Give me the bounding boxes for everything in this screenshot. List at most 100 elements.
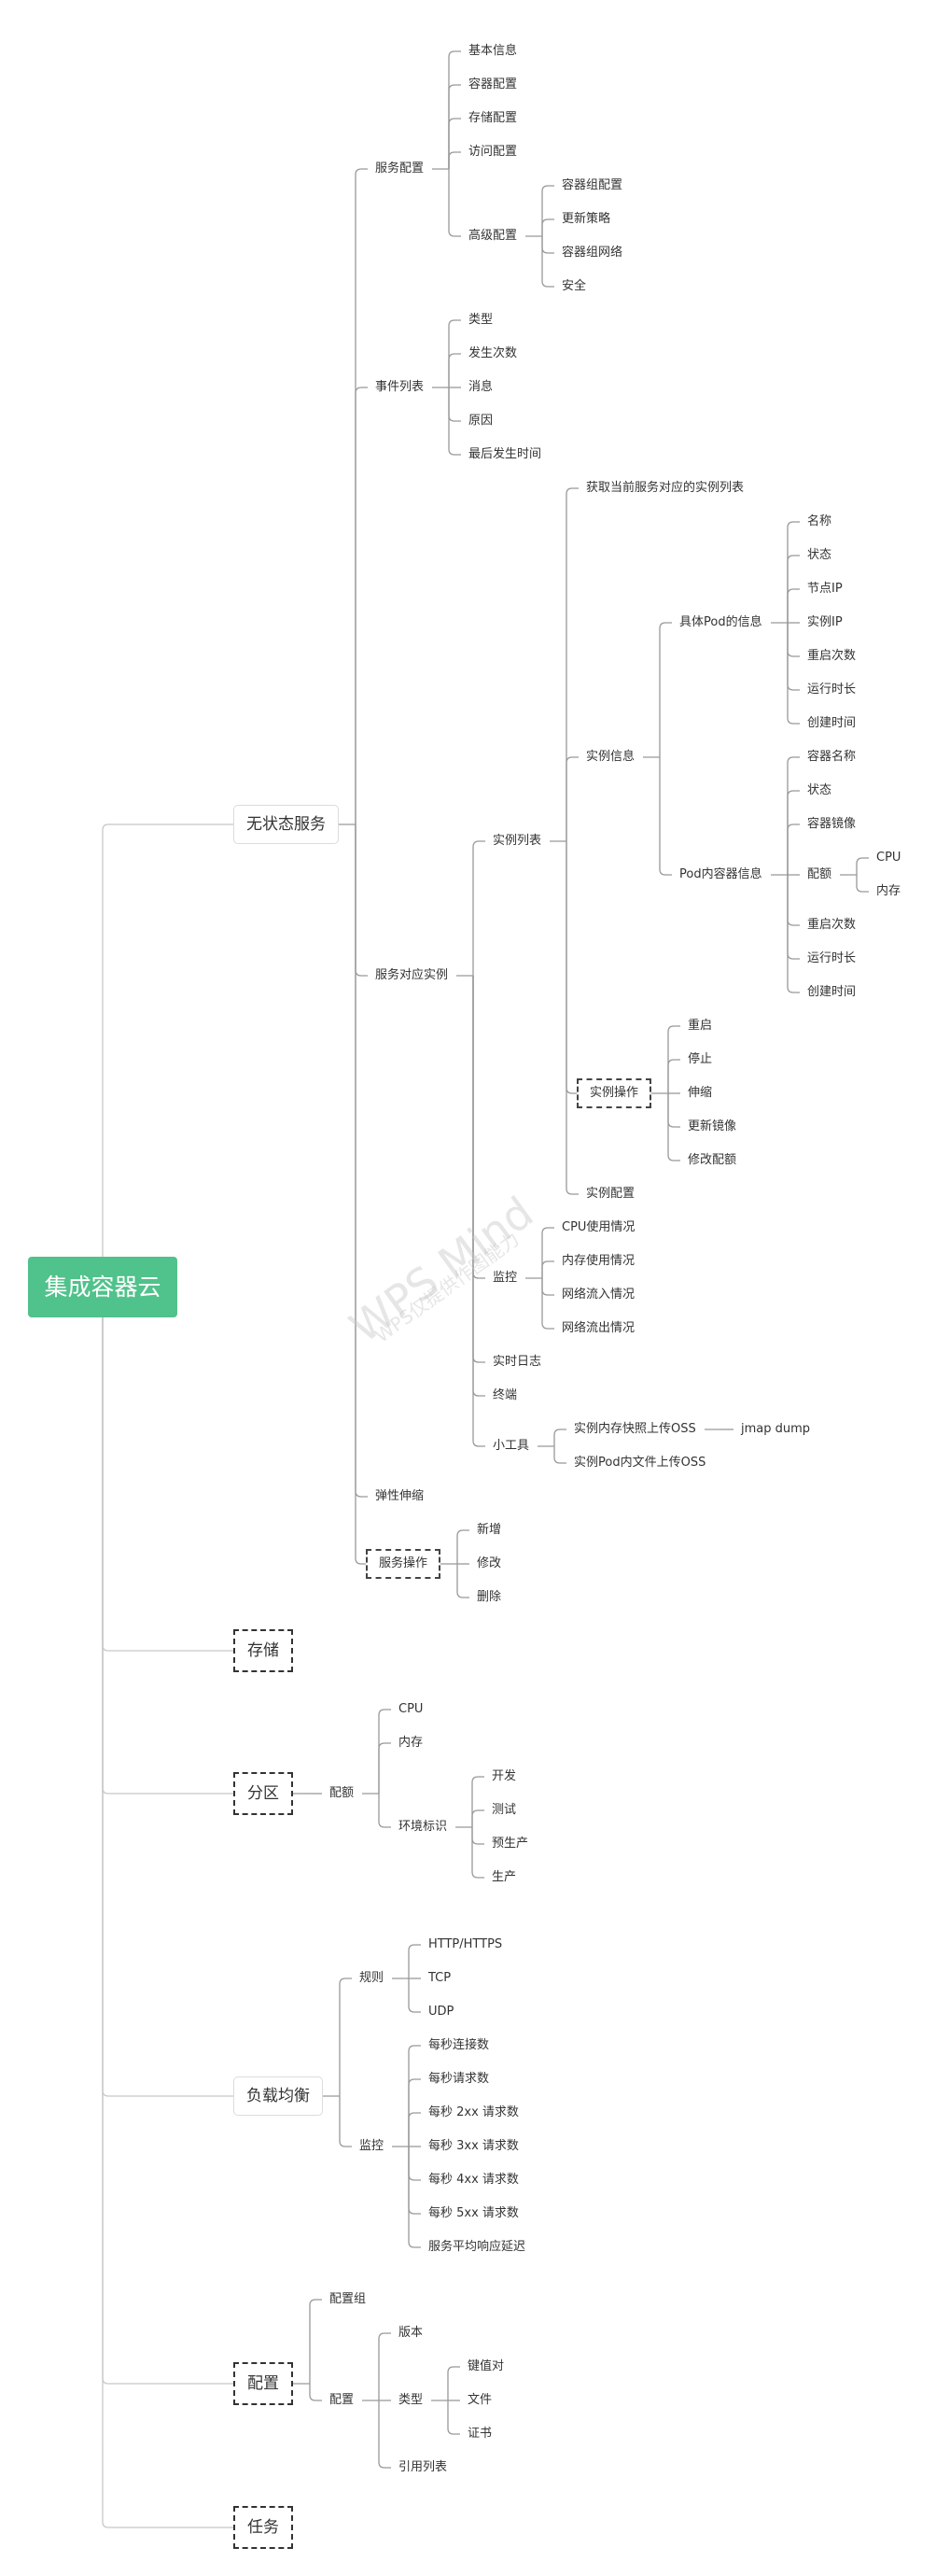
branch-node[interactable]: 任务 (233, 2506, 293, 2549)
leaf-node[interactable]: 实时日志 (493, 1355, 542, 1369)
leaf-node[interactable]: 容器名称 (807, 750, 857, 764)
leaf-node[interactable]: 实例配置 (586, 1187, 636, 1201)
topic-node[interactable]: 监控 (359, 2139, 384, 2153)
leaf-node[interactable]: 伸缩 (688, 1086, 713, 1100)
leaf-node[interactable]: 预生产 (492, 1837, 529, 1851)
leaf-node[interactable]: 每秒 5xx 请求数 (428, 2206, 519, 2220)
root-node[interactable]: 集成容器云 (28, 1257, 177, 1317)
topic-node[interactable]: 规则 (359, 1971, 384, 1985)
leaf-node[interactable]: 终端 (493, 1388, 518, 1402)
leaf-node[interactable]: 名称 (807, 514, 832, 528)
topic-node[interactable]: 事件列表 (375, 380, 425, 394)
topic-node[interactable]: 配额 (807, 867, 832, 881)
leaf-node[interactable]: CPU使用情况 (562, 1220, 636, 1234)
topic-node[interactable]: 实例内存快照上传OSS (574, 1422, 696, 1436)
leaf-node[interactable]: 服务平均响应延迟 (428, 2240, 526, 2254)
leaf-node[interactable]: 实例IP (807, 615, 843, 629)
leaf-node[interactable]: CPU (398, 1702, 424, 1716)
leaf-node[interactable]: 容器配置 (468, 77, 518, 91)
leaf-node[interactable]: jmap dump (741, 1422, 811, 1436)
leaf-node[interactable]: 发生次数 (468, 346, 518, 360)
connector-branch (553, 1446, 566, 1464)
branch-node[interactable]: 配置 (233, 2362, 293, 2405)
leaf-node[interactable]: 基本信息 (468, 44, 518, 58)
leaf-node[interactable]: 修改 (477, 1556, 502, 1570)
leaf-node[interactable]: 状态 (807, 783, 832, 797)
branch-node[interactable]: 无状态服务 (233, 805, 339, 844)
leaf-node[interactable]: 重启次数 (807, 649, 857, 663)
leaf-node[interactable]: 内存使用情况 (562, 1254, 636, 1268)
leaf-node[interactable]: 重启 (688, 1019, 713, 1033)
leaf-node[interactable]: 生产 (492, 1870, 517, 1884)
leaf-node[interactable]: 节点IP (807, 582, 843, 596)
leaf-node[interactable]: 每秒连接数 (428, 2038, 490, 2052)
leaf-node[interactable]: 容器组配置 (562, 178, 623, 192)
leaf-node[interactable]: 每秒请求数 (428, 2072, 490, 2086)
topic-node[interactable]: 类型 (398, 2393, 424, 2407)
leaf-node[interactable]: 最后发生时间 (468, 447, 542, 461)
topic-node[interactable]: 配置 (329, 2393, 355, 2407)
leaf-node[interactable]: 新增 (477, 1523, 502, 1537)
leaf-node[interactable]: 容器组网络 (562, 246, 623, 260)
leaf-node[interactable]: 创建时间 (807, 716, 857, 730)
leaf-node[interactable]: 安全 (562, 279, 587, 293)
connector-branch (355, 824, 368, 1498)
leaf-node[interactable]: 实例Pod内文件上传OSS (574, 1456, 706, 1470)
leaf-node[interactable]: 消息 (468, 380, 494, 394)
connector-branch (787, 555, 800, 623)
leaf-node[interactable]: 网络流出情况 (562, 1321, 636, 1335)
leaf-node[interactable]: 证书 (468, 2427, 493, 2441)
leaf-node[interactable]: 键值对 (468, 2359, 505, 2373)
topic-node[interactable]: 服务对应实例 (375, 968, 449, 982)
leaf-node[interactable]: 容器镜像 (807, 817, 857, 831)
leaf-node[interactable]: 每秒 2xx 请求数 (428, 2105, 519, 2119)
leaf-node[interactable]: 存储配置 (468, 111, 518, 125)
connector-branch (787, 521, 800, 623)
leaf-node[interactable]: HTTP/HTTPS (428, 1937, 503, 1951)
leaf-node[interactable]: 原因 (468, 414, 494, 428)
topic-node[interactable]: 具体Pod的信息 (679, 615, 762, 629)
branch-node[interactable]: 存储 (233, 1629, 293, 1672)
leaf-node[interactable]: 重启次数 (807, 918, 857, 932)
topic-node[interactable]: 监控 (493, 1271, 518, 1285)
topic-node[interactable]: Pod内容器信息 (679, 867, 762, 881)
leaf-node[interactable]: 运行时长 (807, 683, 857, 697)
topic-node[interactable]: 配额 (329, 1786, 355, 1800)
leaf-node[interactable]: 配置组 (329, 2292, 367, 2306)
leaf-node[interactable]: 内存 (876, 884, 901, 898)
leaf-node[interactable]: 每秒 3xx 请求数 (428, 2139, 519, 2153)
leaf-node[interactable]: 访问配置 (468, 145, 518, 159)
leaf-node[interactable]: 状态 (807, 548, 832, 562)
topic-node[interactable]: 服务配置 (375, 162, 425, 176)
leaf-node[interactable]: 修改配额 (688, 1153, 737, 1167)
leaf-node[interactable]: 每秒 4xx 请求数 (428, 2173, 519, 2187)
leaf-node[interactable]: 引用列表 (398, 2460, 448, 2474)
leaf-node[interactable]: 开发 (492, 1769, 517, 1783)
topic-node[interactable]: 实例信息 (586, 750, 636, 764)
leaf-node[interactable]: 运行时长 (807, 951, 857, 965)
topic-node[interactable]: 实例操作 (577, 1078, 652, 1108)
leaf-node[interactable]: UDP (428, 2005, 454, 2019)
leaf-node[interactable]: 停止 (688, 1052, 713, 1066)
branch-node[interactable]: 分区 (233, 1772, 293, 1815)
leaf-node[interactable]: 文件 (468, 2393, 493, 2407)
leaf-node[interactable]: 类型 (468, 313, 494, 327)
leaf-node[interactable]: 测试 (492, 1803, 517, 1817)
leaf-node[interactable]: 获取当前服务对应的实例列表 (586, 481, 745, 495)
leaf-node[interactable]: 内存 (398, 1736, 424, 1750)
leaf-node[interactable]: 弹性伸缩 (375, 1489, 425, 1503)
leaf-node[interactable]: 删除 (477, 1590, 502, 1604)
leaf-node[interactable]: 网络流入情况 (562, 1288, 636, 1302)
leaf-node[interactable]: CPU (876, 851, 901, 865)
topic-node[interactable]: 实例列表 (493, 834, 542, 848)
topic-node[interactable]: 小工具 (493, 1439, 530, 1453)
topic-node[interactable]: 服务操作 (366, 1549, 441, 1579)
leaf-node[interactable]: 更新策略 (562, 212, 611, 226)
leaf-node[interactable]: 版本 (398, 2326, 424, 2340)
leaf-node[interactable]: TCP (428, 1971, 452, 1985)
topic-node[interactable]: 环境标识 (398, 1820, 448, 1834)
topic-node[interactable]: 高级配置 (468, 229, 518, 243)
leaf-node[interactable]: 创建时间 (807, 985, 857, 999)
leaf-node[interactable]: 更新镜像 (688, 1119, 737, 1133)
branch-node[interactable]: 负载均衡 (233, 2076, 323, 2116)
